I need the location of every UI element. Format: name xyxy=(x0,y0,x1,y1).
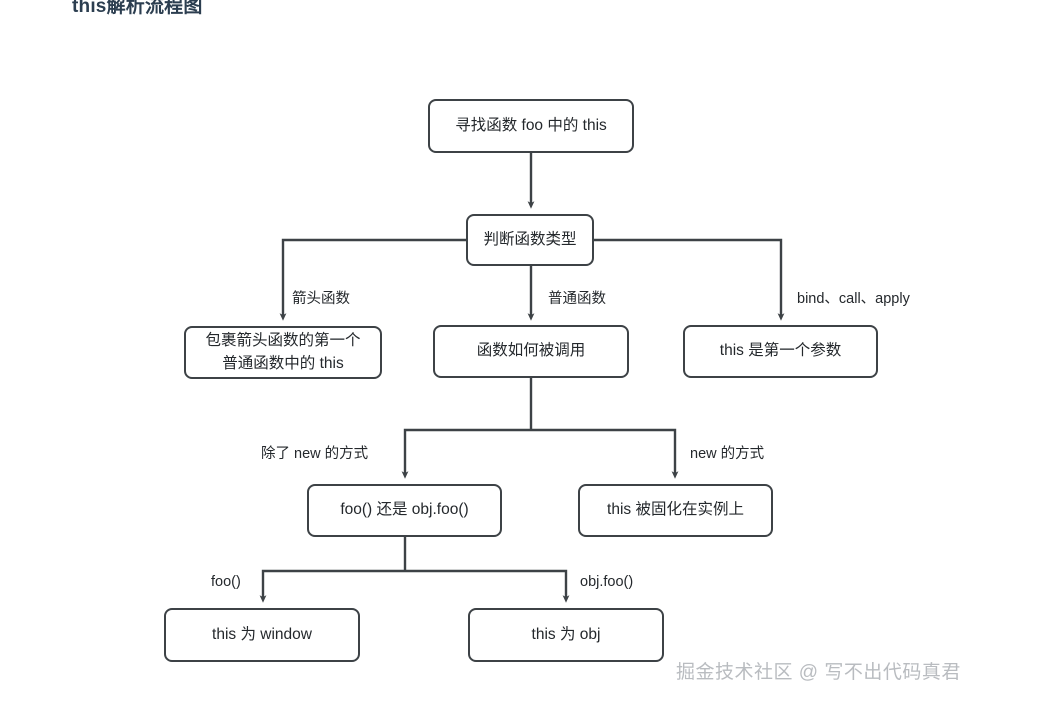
edge-foo-or-obj-to-this-obj xyxy=(405,569,570,603)
node-first-arg[interactable]: this 是第一个参数 xyxy=(683,325,878,378)
page-title: this解析流程图 xyxy=(72,0,203,17)
node-this-window[interactable]: this 为 window xyxy=(164,608,360,662)
edge-label-bind-call-apply: bind、call、apply xyxy=(797,291,910,307)
edge-fn-type-to-first-arg xyxy=(594,238,785,321)
edge-label-normal-function: 普通函数 xyxy=(548,291,606,307)
edge-fn-type-to-arrow-fn xyxy=(279,238,466,321)
node-start[interactable]: 寻找函数 foo 中的 this xyxy=(428,99,634,153)
edge-label-arrow-function: 箭头函数 xyxy=(292,291,350,307)
edge-label-foo-call: foo() xyxy=(211,574,241,590)
node-how-called[interactable]: 函数如何被调用 xyxy=(433,325,629,378)
edge-how-called-to-foo-or-obj xyxy=(401,428,531,479)
edge-label-obj-foo-call: obj.foo() xyxy=(580,574,634,590)
edge-foo-or-obj-to-this-window xyxy=(259,569,405,603)
edge-how-called-to-new-instance xyxy=(531,428,679,479)
watermark: 掘金技术社区 @ 写不出代码真君 xyxy=(676,662,961,683)
node-foo-or-obj[interactable]: foo() 还是 obj.foo() xyxy=(307,484,502,537)
node-arrow-fn[interactable]: 包裹箭头函数的第一个 普通函数中的 this xyxy=(184,326,382,379)
node-new-instance[interactable]: this 被固化在实例上 xyxy=(578,484,773,537)
edge-label-except-new: 除了 new 的方式 xyxy=(261,446,369,462)
edge-label-new-way: new 的方式 xyxy=(690,446,765,462)
node-this-obj[interactable]: this 为 obj xyxy=(468,608,664,662)
node-fn-type[interactable]: 判断函数类型 xyxy=(466,214,594,266)
